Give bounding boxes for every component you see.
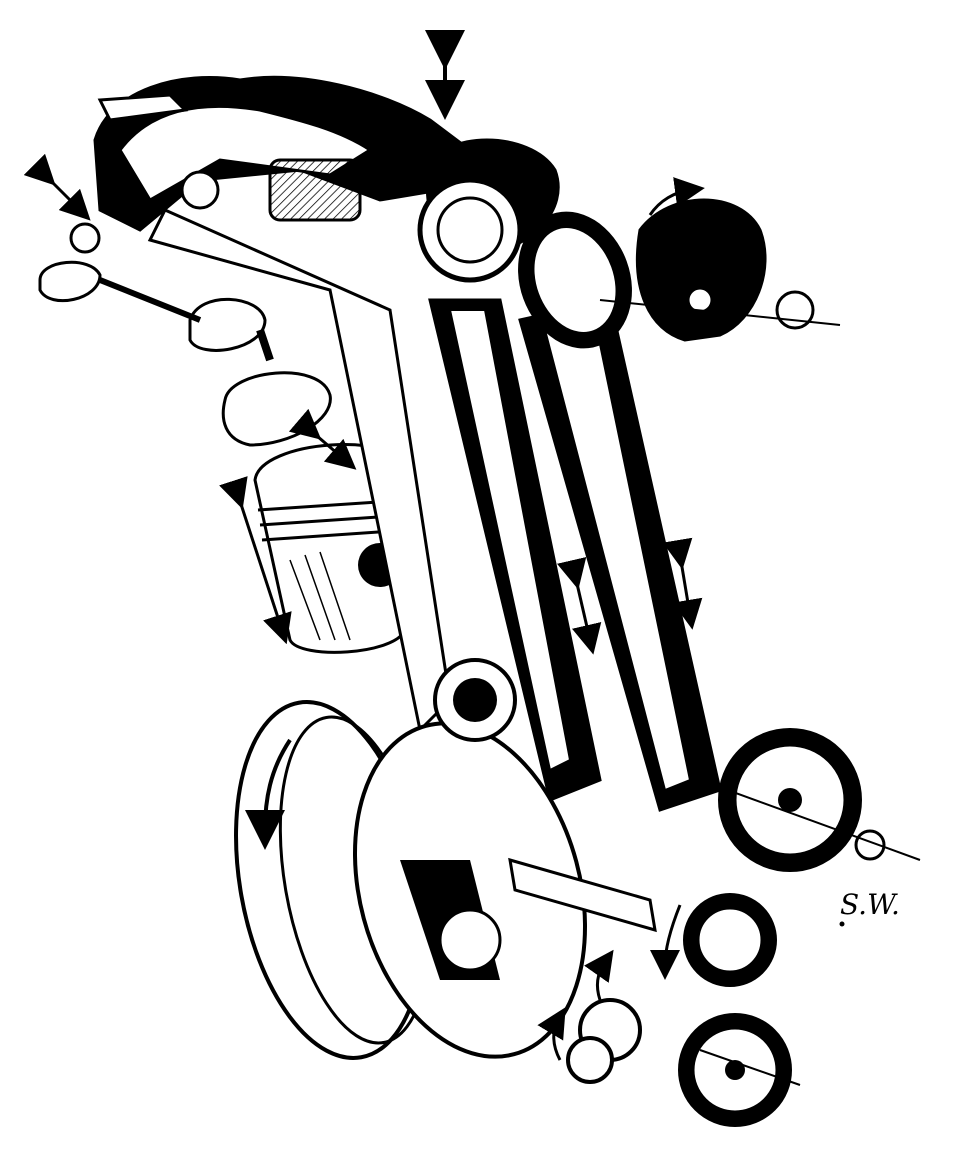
connecting-rods xyxy=(147,208,722,812)
crankshaft-flywheels xyxy=(234,658,657,1060)
signature-text: S.W. xyxy=(840,888,900,921)
double-arrow-icon xyxy=(23,30,703,655)
gear-train xyxy=(566,728,921,1127)
cam-lobes xyxy=(417,138,841,349)
rocker-arm-assembly xyxy=(38,75,473,352)
signature: S.W. xyxy=(839,888,900,927)
curved-arrow-icon xyxy=(245,177,705,1061)
